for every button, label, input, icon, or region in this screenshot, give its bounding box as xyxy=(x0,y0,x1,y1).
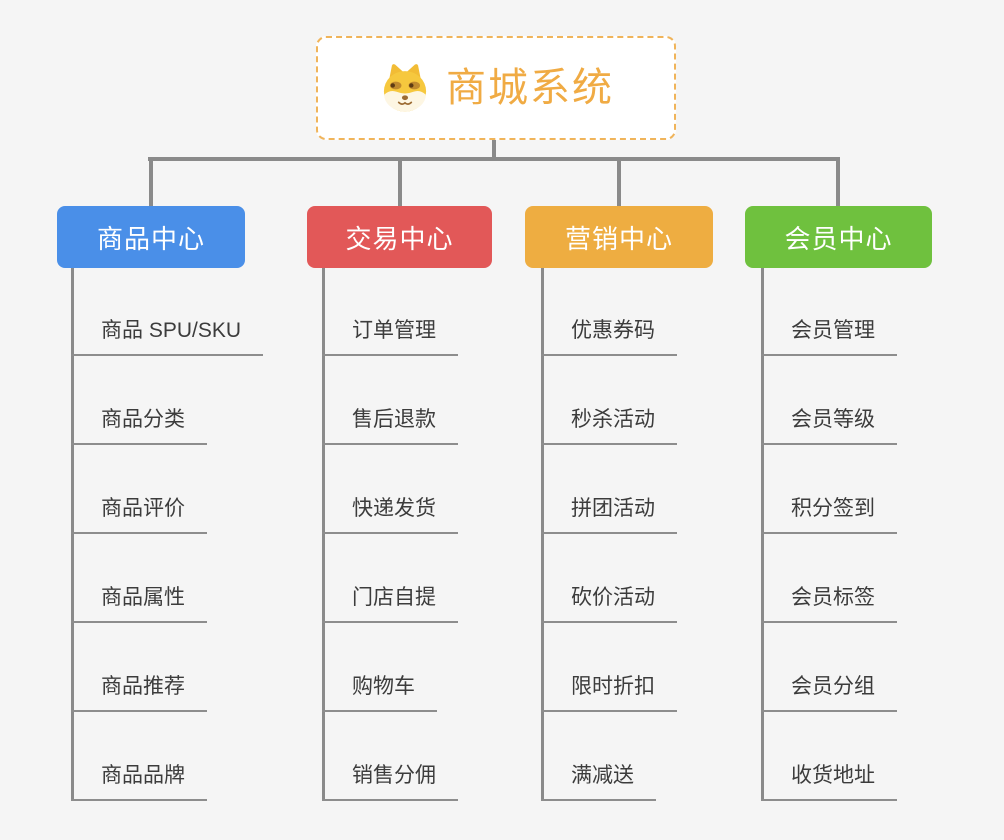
connector-root-stem xyxy=(492,140,496,161)
topic-item[interactable]: 订单管理 xyxy=(322,316,458,356)
topic-item[interactable]: 会员分组 xyxy=(761,672,897,712)
branch-label: 交易中心 xyxy=(345,223,454,254)
topic-item[interactable]: 商品属性 xyxy=(71,583,207,623)
topic-item[interactable]: 快递发货 xyxy=(322,494,458,534)
topic-item[interactable]: 积分签到 xyxy=(761,494,897,534)
topic-item[interactable]: 会员标签 xyxy=(761,583,897,623)
trunk-line-member xyxy=(761,268,764,801)
connector-drop-marketing xyxy=(617,157,621,206)
trunk-line-product xyxy=(71,268,74,801)
topic-item[interactable]: 满减送 xyxy=(541,761,656,801)
topic-item[interactable]: 购物车 xyxy=(322,672,437,712)
branch-label: 营销中心 xyxy=(564,223,673,254)
topic-item[interactable]: 门店自提 xyxy=(322,583,458,623)
topic-item[interactable]: 限时折扣 xyxy=(541,672,677,712)
branch-node-member[interactable]: 会员中心 xyxy=(745,206,932,268)
connector-drop-member xyxy=(836,157,840,206)
topic-item[interactable]: 拼团活动 xyxy=(541,494,677,534)
topic-item[interactable]: 商品评价 xyxy=(71,494,207,534)
branch-node-trade[interactable]: 交易中心 xyxy=(307,206,492,268)
trunk-line-trade xyxy=(322,268,325,801)
topic-item[interactable]: 商品分类 xyxy=(71,405,207,445)
branch-node-product[interactable]: 商品中心 xyxy=(57,206,245,268)
trunk-line-marketing xyxy=(541,268,544,801)
connector-drop-product xyxy=(149,157,153,206)
topic-item[interactable]: 会员管理 xyxy=(761,316,897,356)
topic-item[interactable]: 售后退款 xyxy=(322,405,458,445)
topic-item[interactable]: 优惠券码 xyxy=(541,316,677,356)
branch-label: 商品中心 xyxy=(96,223,205,254)
topic-item[interactable]: 会员等级 xyxy=(761,405,897,445)
topic-item[interactable]: 收货地址 xyxy=(761,761,897,801)
root-node[interactable]: 商城系统 xyxy=(316,36,676,140)
connector-drop-trade xyxy=(398,157,402,206)
topic-item[interactable]: 秒杀活动 xyxy=(541,405,677,445)
root-title: 商城系统 xyxy=(446,66,614,110)
topic-item[interactable]: 商品品牌 xyxy=(71,761,207,801)
topic-item[interactable]: 销售分佣 xyxy=(322,761,458,801)
topic-item[interactable]: 商品推荐 xyxy=(71,672,207,712)
branch-label: 会员中心 xyxy=(784,223,893,254)
branch-node-marketing[interactable]: 营销中心 xyxy=(525,206,713,268)
doge-face-icon xyxy=(378,61,432,115)
topic-item[interactable]: 砍价活动 xyxy=(541,583,677,623)
connector-horizontal xyxy=(148,157,840,161)
topic-item[interactable]: 商品 SPU/SKU xyxy=(71,316,264,356)
